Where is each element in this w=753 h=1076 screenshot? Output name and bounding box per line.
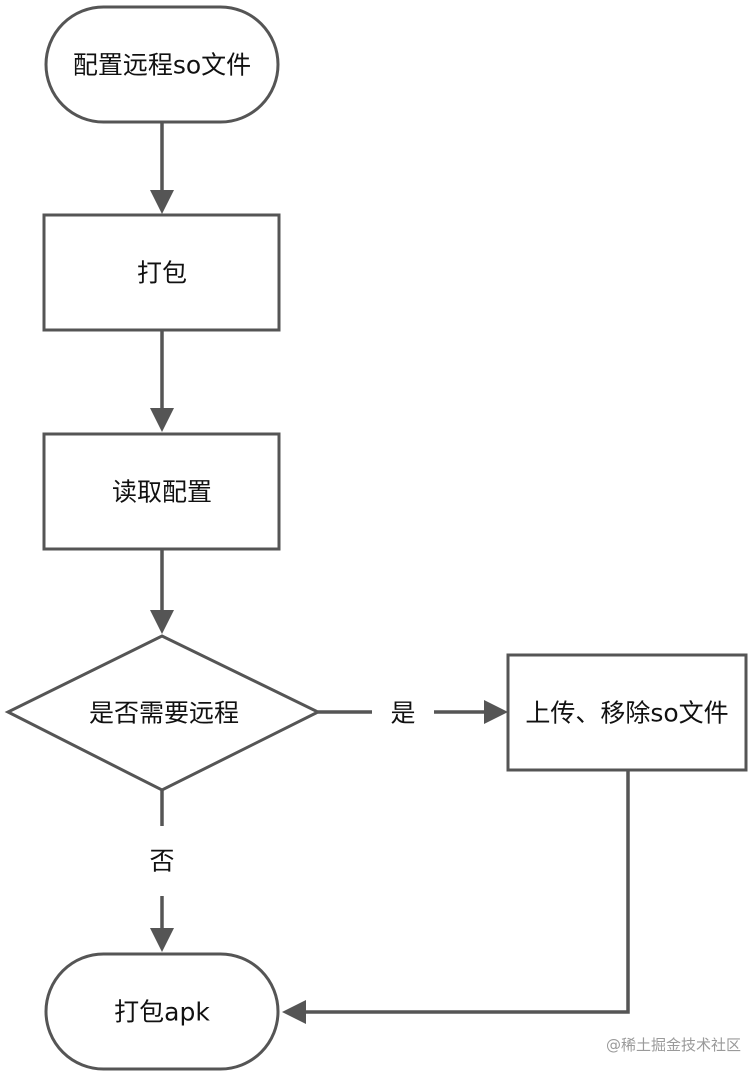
edge-read-config-to-decision — [150, 549, 174, 634]
upload-node-label: 上传、移除so文件 — [525, 699, 728, 728]
package-node-label: 打包 — [137, 259, 187, 288]
edge-decision-to-end — [150, 790, 174, 952]
edge-decision-to-upload — [318, 700, 508, 724]
edge-package-to-read-config — [150, 330, 174, 432]
end-node: 打包apk — [44, 952, 280, 1071]
edge-upload-to-end — [282, 770, 630, 1024]
yes-label: 是 — [390, 699, 415, 728]
read-config-node-label: 读取配置 — [112, 478, 212, 507]
watermark-text: @稀土掘金技术社区 — [606, 1036, 741, 1054]
package-node: 打包 — [42, 213, 281, 332]
decision-node-label: 是否需要远程 — [89, 699, 239, 728]
edge-start-to-package — [150, 122, 174, 214]
read-config-node: 读取配置 — [42, 432, 281, 551]
start-node-label: 配置远程so文件 — [73, 51, 251, 80]
decision-node: 是否需要远程 — [4, 634, 322, 792]
upload-node: 上传、移除so文件 — [506, 653, 748, 772]
no-label: 否 — [149, 847, 174, 876]
end-node-label: 打包apk — [114, 998, 210, 1027]
start-node: 配置远程so文件 — [44, 5, 280, 124]
